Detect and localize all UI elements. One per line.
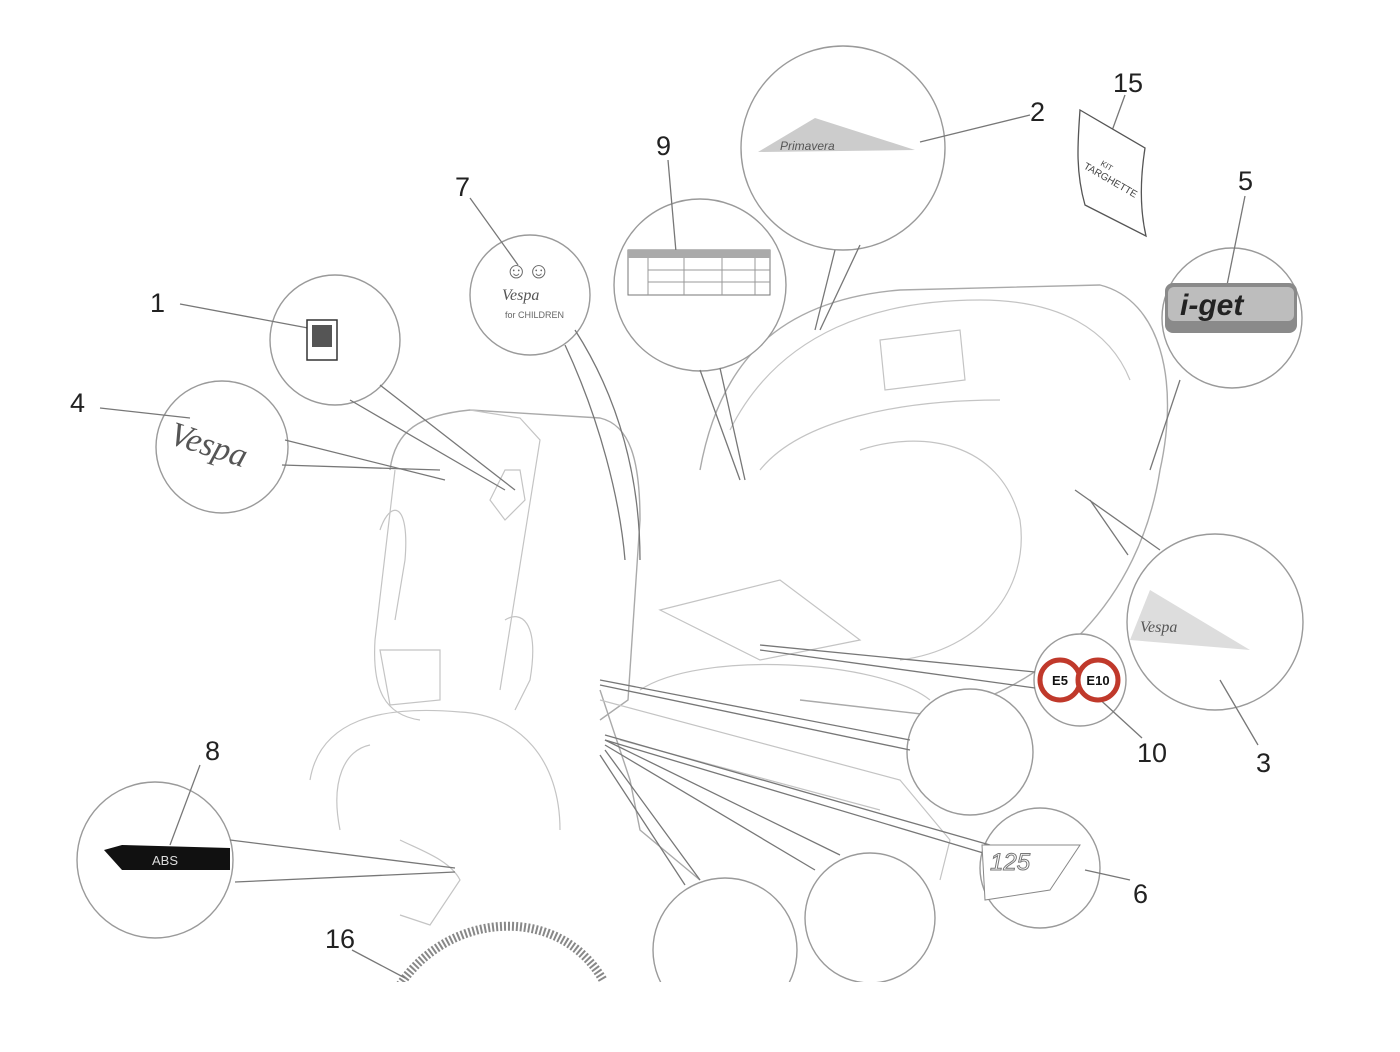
callout-number-4: 4 bbox=[70, 388, 85, 418]
callout-number-1: 1 bbox=[150, 288, 165, 318]
callout-number-3: 3 bbox=[1256, 748, 1271, 778]
callout-numbers: 1 2 3 4 5 6 7 8 9 10 15 16 bbox=[70, 68, 1271, 954]
sticker-1-plate bbox=[306, 319, 338, 361]
callout-number-7: 7 bbox=[455, 172, 470, 202]
svg-text:125: 125 bbox=[990, 849, 1031, 876]
svg-text:i-get: i-get bbox=[1180, 289, 1245, 322]
sticker-9-tyre-pressure-label bbox=[627, 249, 771, 296]
callout-number-15: 15 bbox=[1113, 68, 1143, 98]
callout-circle-empty-b bbox=[804, 852, 936, 984]
sticker-5-iget: i-get bbox=[1165, 283, 1297, 333]
kit-targhette-bag: KIT TARGHETTE bbox=[1077, 108, 1147, 238]
callout-number-16: 16 bbox=[325, 924, 355, 954]
sticker-8-abs: ABS bbox=[104, 845, 230, 870]
callout-circle-empty-a bbox=[906, 688, 1034, 816]
callout-number-9: 9 bbox=[656, 131, 671, 161]
sticker-7-children: ☺☺ Vespa for CHILDREN bbox=[502, 258, 564, 320]
callout-circle-7 bbox=[469, 234, 591, 356]
callout-number-8: 8 bbox=[205, 736, 220, 766]
sticker-2-primavera: Primavera bbox=[758, 118, 915, 153]
svg-text:E5: E5 bbox=[1052, 673, 1068, 688]
sticker-6-125: 125 bbox=[981, 844, 1081, 901]
leader-lines bbox=[99, 94, 1259, 886]
callout-number-10: 10 bbox=[1137, 738, 1167, 768]
svg-text:for CHILDREN: for CHILDREN bbox=[505, 310, 564, 320]
callout-circle-3 bbox=[1126, 533, 1304, 711]
callout-number-6: 6 bbox=[1133, 879, 1148, 909]
callout-number-2: 2 bbox=[1030, 97, 1045, 127]
svg-text:Vespa: Vespa bbox=[1140, 619, 1177, 636]
svg-text:Vespa: Vespa bbox=[502, 287, 539, 304]
sticker-3-vespa: Vespa bbox=[1130, 590, 1250, 650]
callout-number-5: 5 bbox=[1238, 166, 1253, 196]
stripe-16 bbox=[396, 921, 607, 988]
svg-text:E10: E10 bbox=[1086, 673, 1109, 688]
children-figures-icon: ☺☺ bbox=[505, 258, 550, 283]
svg-text:Primavera: Primavera bbox=[780, 139, 835, 153]
sticker-10-fuel-badges: E5 E10 bbox=[1037, 657, 1121, 703]
callout-circle-4 bbox=[155, 380, 289, 514]
svg-text:ABS: ABS bbox=[152, 853, 178, 868]
